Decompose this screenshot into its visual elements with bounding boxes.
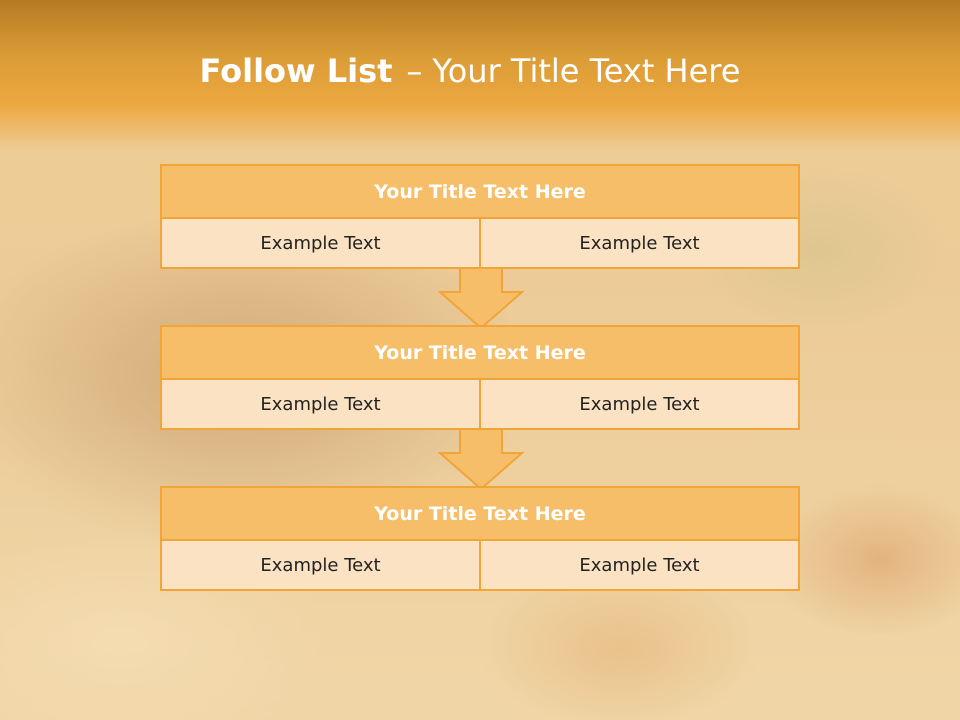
block-cell-right: Example Text <box>481 219 800 269</box>
block-cell-left: Example Text <box>160 219 481 269</box>
down-arrow-icon <box>438 429 524 491</box>
block-row: Example Text Example Text <box>160 380 800 430</box>
header-band <box>0 0 960 150</box>
block-row: Example Text Example Text <box>160 541 800 591</box>
list-block-1: Your Title Text Here Example Text Exampl… <box>160 164 800 269</box>
block-cell-right: Example Text <box>481 541 800 591</box>
list-block-3: Your Title Text Here Example Text Exampl… <box>160 486 800 591</box>
list-block-2: Your Title Text Here Example Text Exampl… <box>160 325 800 430</box>
block-row: Example Text Example Text <box>160 219 800 269</box>
block-cell-left: Example Text <box>160 541 481 591</box>
slide-title-rest: Your Title Text Here <box>432 52 741 90</box>
slide-title: Follow List–Your Title Text Here <box>0 52 940 90</box>
block-cell-left: Example Text <box>160 380 481 430</box>
down-arrow-icon <box>438 268 524 330</box>
block-heading: Your Title Text Here <box>160 486 800 541</box>
block-heading: Your Title Text Here <box>160 164 800 219</box>
block-cell-right: Example Text <box>481 380 800 430</box>
slide-title-bold: Follow List <box>199 52 393 90</box>
slide-title-dash: – <box>406 52 423 90</box>
block-heading: Your Title Text Here <box>160 325 800 380</box>
